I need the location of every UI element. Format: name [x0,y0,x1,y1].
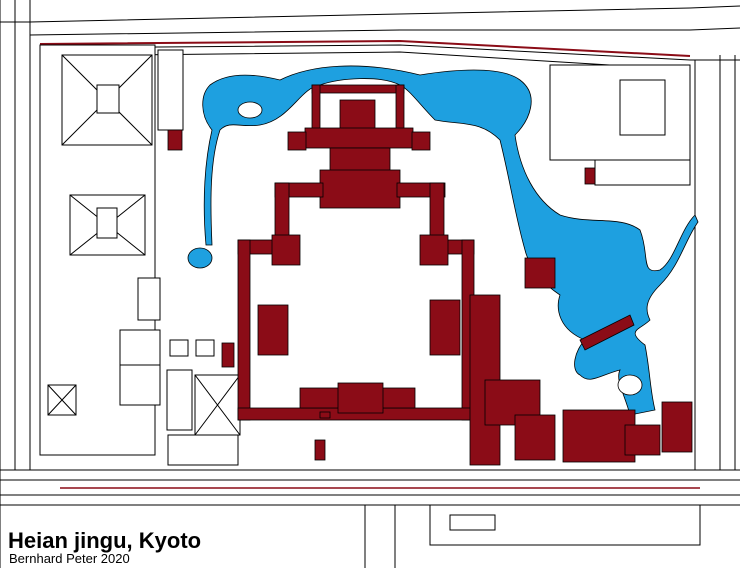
west-buildings [39,44,241,466]
map-title: Heian jingu, Kyoto [8,528,202,553]
pond [187,65,699,416]
east-buildings [449,64,691,531]
shrine-buildings [237,84,693,466]
map-author: Bernhard Peter 2020 [9,551,130,566]
